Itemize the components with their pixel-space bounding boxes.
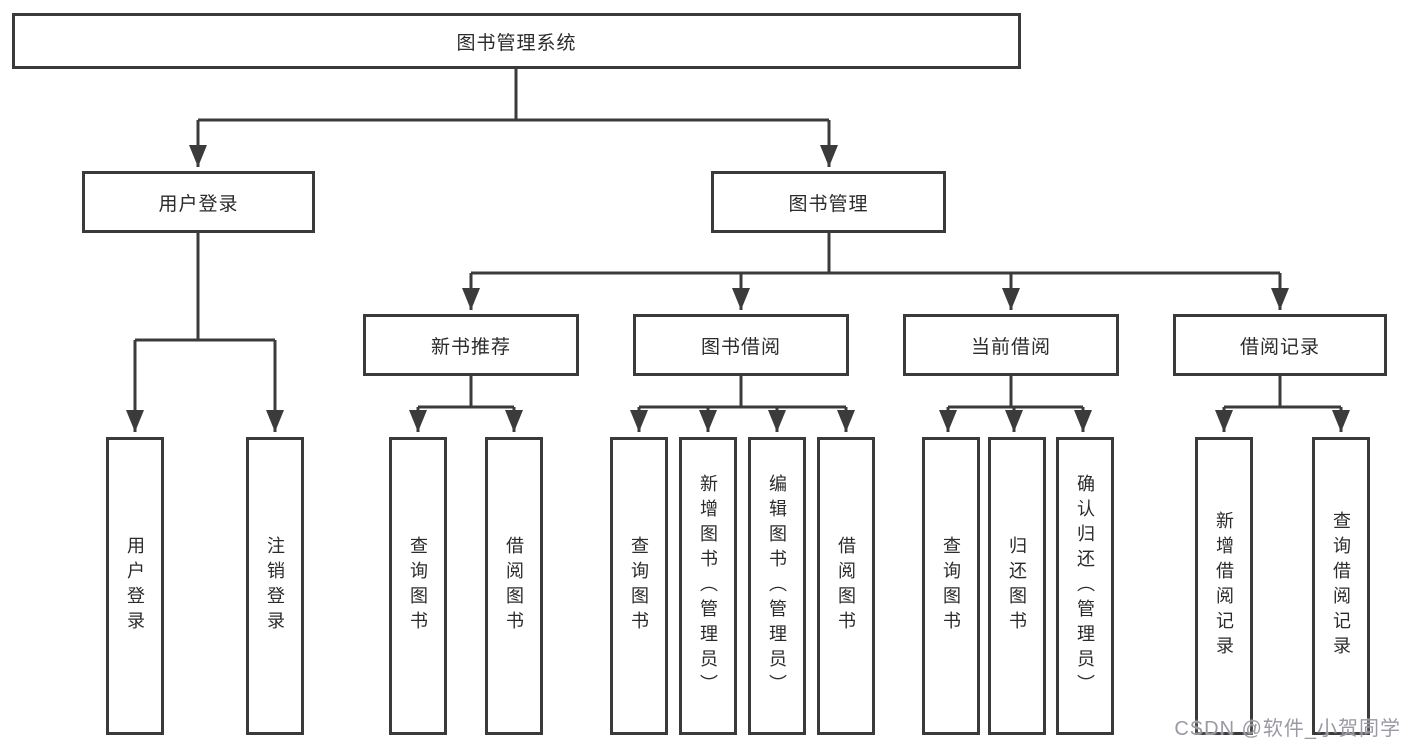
node-new-book-recommendation: 新书推荐 [363,314,579,376]
leaf-borrow-query-books: 查询图书 [610,437,668,735]
leaf-recommend-borrow-books: 借阅图书 [485,437,543,735]
leaf-user-login: 用户登录 [106,437,164,735]
leaf-label: 新增借阅记录 [1214,511,1234,661]
leaf-label: 查询借阅记录 [1331,511,1351,661]
leaf-current-query-books: 查询图书 [922,437,980,735]
csdn-watermark: CSDN @软件_小贺同学 [1174,718,1401,740]
node-label: 图书借阅 [700,336,781,358]
node-label: 新书推荐 [430,336,511,358]
leaf-current-return-books: 归还图书 [988,437,1046,735]
leaf-label: 编辑图书（管理员） [767,473,787,699]
node-label: 图书管理系统 [456,32,577,54]
node-book-management: 图书管理 [711,171,946,233]
leaf-label: 新增图书（管理员） [698,473,718,699]
leaf-label: 归还图书 [1007,536,1027,636]
node-user-login: 用户登录 [82,171,315,233]
leaf-logout-login: 注销登录 [246,437,304,735]
leaf-borrow-add-books-admin: 新增图书（管理员） [679,437,737,735]
leaf-label: 注销登录 [265,536,285,636]
leaf-records-query-record: 查询借阅记录 [1312,437,1370,735]
leaf-borrow-edit-books-admin: 编辑图书（管理员） [748,437,806,735]
leaf-label: 确认归还（管理员） [1075,473,1095,699]
leaf-label: 查询图书 [408,536,428,636]
leaf-records-add-record: 新增借阅记录 [1195,437,1253,735]
leaf-label: 借阅图书 [836,536,856,636]
leaf-label: 借阅图书 [504,536,524,636]
leaf-borrow-borrow-books: 借阅图书 [817,437,875,735]
node-book-borrowing: 图书借阅 [633,314,849,376]
node-label: 当前借阅 [970,336,1051,358]
leaf-recommend-query-books: 查询图书 [389,437,447,735]
node-library-management-system: 图书管理系统 [12,13,1021,69]
node-label: 借阅记录 [1239,336,1320,358]
leaf-label: 查询图书 [941,536,961,636]
leaf-current-confirm-return-admin: 确认归还（管理员） [1056,437,1114,735]
node-current-borrowing: 当前借阅 [903,314,1119,376]
node-label: 图书管理 [788,193,869,215]
leaf-label: 用户登录 [125,536,145,636]
node-borrowing-records: 借阅记录 [1173,314,1387,376]
node-label: 用户登录 [158,193,239,215]
leaf-label: 查询图书 [629,536,649,636]
